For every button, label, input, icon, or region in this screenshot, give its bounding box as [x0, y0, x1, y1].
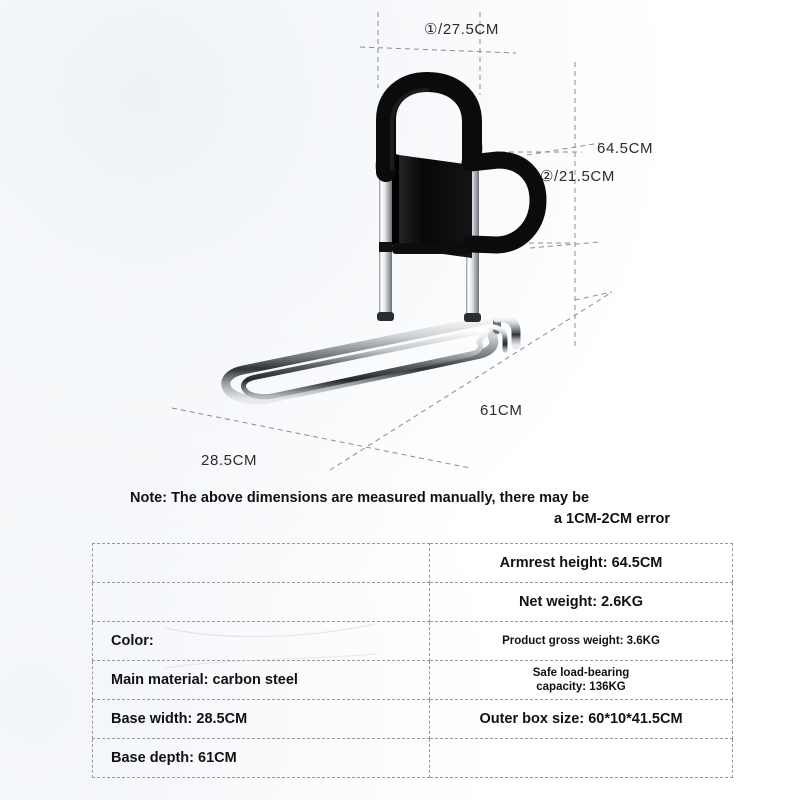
- measurement-note-line-1: Note: The above dimensions are measured …: [130, 490, 590, 506]
- spec-cell-left: Main material: carbon steel: [92, 660, 430, 700]
- table-row: Base width: 28.5CM Outer box size: 60*10…: [92, 699, 733, 739]
- dimension-label-top-width: ①/27.5CM: [424, 21, 499, 38]
- spec-cell-left: [92, 543, 430, 583]
- dimension-label-base-depth: 61CM: [480, 402, 523, 419]
- side-grip-handle: [461, 151, 547, 254]
- specification-table-body: Armrest height: 64.5CM Net weight: 2.6KG…: [92, 543, 733, 778]
- dimension-label-armrest-height: 64.5CM: [597, 140, 654, 157]
- product-illustration: ①/27.5CM 64.5CM ②/21.5CM 61CM 28.5CM: [171, 12, 654, 471]
- table-row: Armrest height: 64.5CM: [92, 543, 733, 583]
- measurement-note-line-2: a 1CM-2CM error: [553, 511, 670, 527]
- spec-cell-left: Base depth: 61CM: [92, 738, 430, 778]
- spec-cell-right: Outer box size: 60*10*41.5CM: [429, 699, 733, 739]
- spec-cell-right: Net weight: 2.6KG: [429, 582, 733, 622]
- table-row: Net weight: 2.6KG: [92, 582, 733, 622]
- table-row: Main material: carbon steel Safe load-be…: [92, 660, 733, 700]
- spec-cell-right: Product gross weight: 3.6KG: [429, 621, 733, 661]
- base-frame: [221, 313, 521, 405]
- dimension-guides: [171, 12, 613, 471]
- specification-table: Armrest height: 64.5CM Net weight: 2.6KG…: [92, 543, 733, 778]
- spec-cell-color-label: Color:: [92, 621, 430, 661]
- spec-cell-left: [92, 582, 430, 622]
- lower-connector: [392, 243, 470, 254]
- main-arch-handle: [376, 72, 482, 182]
- back-pad: [392, 153, 472, 258]
- table-row: Color: Product gross weight: 3.6KG: [92, 621, 733, 661]
- dimension-label-base-width: 28.5CM: [201, 452, 258, 469]
- spec-cell-right: [429, 738, 733, 778]
- spec-cell-right: Armrest height: 64.5CM: [429, 543, 733, 583]
- table-row: Base depth: 61CM: [92, 738, 733, 778]
- dimension-label-side-grip: ②/21.5CM: [540, 168, 615, 185]
- measurement-note: Note: The above dimensions are measured …: [130, 488, 670, 530]
- spec-cell-left: Base width: 28.5CM: [92, 699, 430, 739]
